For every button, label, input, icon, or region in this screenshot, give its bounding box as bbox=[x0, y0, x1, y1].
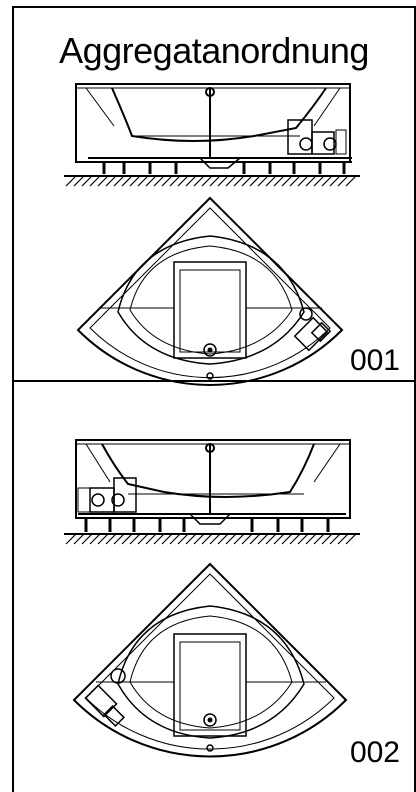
plan-view-002 bbox=[72, 562, 348, 758]
variant-001-drawing bbox=[64, 83, 360, 386]
variant-002-drawing bbox=[64, 439, 360, 758]
variant-panel-002: 002 bbox=[12, 382, 416, 792]
side-view-001 bbox=[64, 83, 360, 187]
aggregate-unit-plan-left bbox=[84, 668, 126, 727]
plan-view-001 bbox=[76, 196, 344, 386]
variant-panel-001: Aggregatanordnung bbox=[12, 6, 416, 386]
variant-code-001: 001 bbox=[349, 344, 400, 377]
variant-code-002: 002 bbox=[349, 736, 400, 769]
figure-title: Aggregatanordnung bbox=[59, 30, 369, 71]
side-view-002 bbox=[64, 439, 360, 545]
aggregate-unit-left bbox=[77, 477, 137, 513]
aggregate-unit-plan-right bbox=[293, 307, 332, 352]
aggregate-unit-right bbox=[287, 119, 347, 155]
